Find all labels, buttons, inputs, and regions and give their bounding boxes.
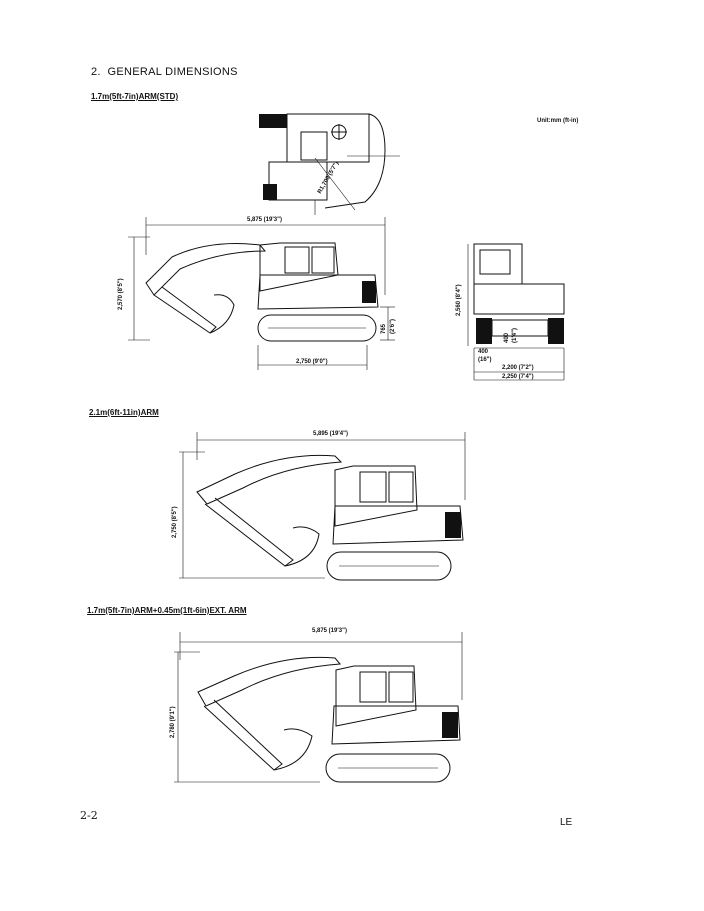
top-view-drawing xyxy=(259,113,400,215)
overall-length-3-label: 5,875 (19'3") xyxy=(312,628,347,634)
footer-code: LE xyxy=(560,817,573,828)
front-view-drawing xyxy=(467,243,565,381)
section-title: GENERAL DIMENSIONS xyxy=(107,66,238,78)
ground-clearance-ft-label: (1'4") xyxy=(512,328,518,343)
side-view-1-drawing xyxy=(128,217,395,370)
cab-height-label: 2,560 (8'4") xyxy=(456,284,462,316)
height-3-label: 2,780 (9'1") xyxy=(170,706,176,738)
overall-length-1-label: 5,875 (19'3") xyxy=(247,217,282,223)
figure-1-subtitle: 1.7m(5ft-7in)ARM(STD) xyxy=(91,92,179,101)
side-view-3-drawing xyxy=(174,632,463,783)
track-length-label: 2,750 (9'0") xyxy=(296,359,328,365)
ground-clearance-label: 400 xyxy=(504,332,510,343)
clearance-label: 765 xyxy=(381,323,387,334)
height-2-label: 2,750 (8'5") xyxy=(172,506,178,538)
section-number: 2. xyxy=(91,66,101,78)
shoe-width-label: 400 xyxy=(478,349,489,355)
clearance-ft-label: (2'6") xyxy=(390,319,396,334)
unit-label: Unit:mm (ft-in) xyxy=(537,118,579,124)
track-gauge-label: 2,200 (7'2") xyxy=(502,365,534,371)
figure-2-subtitle: 2.1m(6ft-11in)ARM xyxy=(89,408,159,417)
side-view-2-drawing xyxy=(179,432,466,581)
figure-3-subtitle: 1.7m(5ft-7in)ARM+0.45m(1ft-6in)EXT. ARM xyxy=(87,606,247,615)
shoe-width-ft-label: (16") xyxy=(478,357,492,363)
overall-length-2-label: 5,895 (19'4") xyxy=(313,431,348,437)
section-heading: 2. GENERAL DIMENSIONS xyxy=(91,66,238,78)
page-number: 2-2 xyxy=(80,809,98,822)
height-1-label: 2,570 (8'5") xyxy=(118,278,124,310)
overall-width-label: 2,250 (7'4") xyxy=(502,374,534,380)
